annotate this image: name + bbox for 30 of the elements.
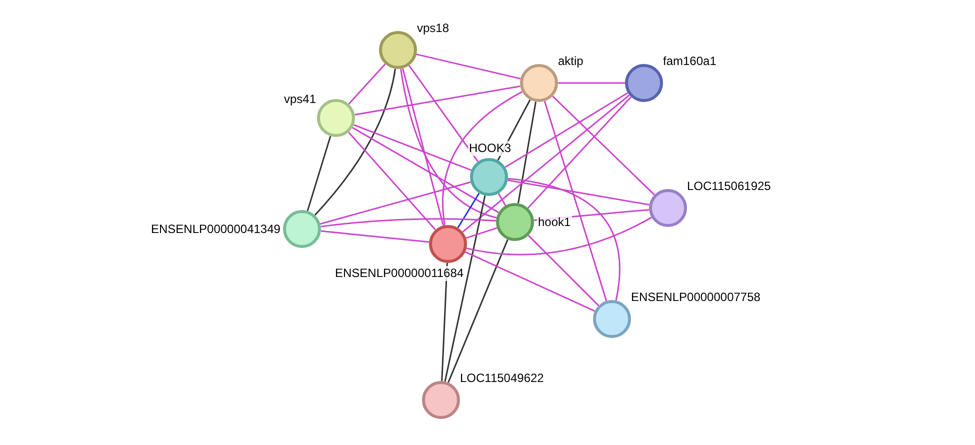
network-edge: [314, 68, 396, 216]
network-edge: [518, 102, 536, 204]
network-edge: [466, 227, 498, 239]
network-edge: [508, 178, 620, 301]
network-edge: [348, 132, 436, 230]
network-edge: [441, 262, 448, 382]
network-edge: [320, 230, 430, 243]
node-label: vps41: [283, 92, 318, 107]
node-label: aktip: [557, 54, 584, 69]
network-edge: [552, 96, 655, 196]
network-edge: [354, 86, 520, 116]
network-edge: [527, 96, 632, 209]
node-label: HOOK3: [468, 141, 512, 156]
network-edge: [348, 64, 386, 104]
network-edge: [402, 68, 444, 226]
network-edge: [544, 100, 608, 302]
network-edge: [558, 82, 625, 84]
network-edge: [528, 234, 600, 306]
network-edge: [306, 136, 332, 212]
network-edge: [320, 181, 471, 225]
node-label: ENSENLP00000011684: [334, 266, 465, 281]
network-edge: [400, 68, 497, 218]
network-edge: [508, 180, 650, 206]
network-edge: [448, 239, 508, 383]
node-label: vps18: [416, 21, 450, 36]
network-edge: [444, 195, 486, 382]
network-edge: [353, 124, 472, 171]
network-edge: [320, 218, 496, 228]
network-edge: [416, 54, 521, 80]
network-edge: [462, 94, 630, 233]
